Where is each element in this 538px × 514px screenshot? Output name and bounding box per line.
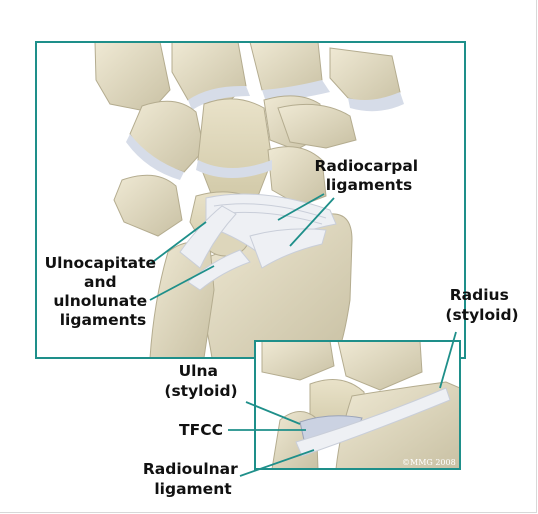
capitate-bone: [198, 99, 272, 196]
ulna-label: Ulna (styloid): [164, 362, 237, 400]
radioulnar-label-line: ligament: [154, 480, 232, 498]
radiocarpal-label: Radiocarpal ligaments: [314, 157, 423, 194]
radiocarpal-label-line: ligaments: [326, 176, 413, 194]
tfcc-label: TFCC: [179, 421, 223, 439]
ulnocapitate-label-line: ligaments: [60, 311, 147, 329]
ulna-label-line: (styloid): [164, 382, 237, 400]
ulnocapitate-label: Ulnocapitate and ulnolunate ligaments: [45, 254, 162, 329]
ulnocapitate-label-line: Ulnocapitate: [45, 254, 156, 272]
radius-label-line: Radius: [450, 286, 509, 304]
radioulnar-label-line: Radioulnar: [143, 460, 238, 478]
radioulnar-label: Radioulnar ligament: [143, 460, 243, 498]
radiocarpal-label-line: Radiocarpal: [314, 157, 418, 175]
inset-illustration: ©MMG 2008: [255, 341, 460, 469]
inset-copyright: ©MMG 2008: [402, 458, 456, 467]
ulnocapitate-label-line: ulnolunate: [53, 292, 147, 310]
ulna-label-line: Ulna: [179, 362, 218, 380]
ulnocapitate-label-line: and: [84, 273, 117, 291]
radius-label-line: (styloid): [445, 306, 518, 324]
main-copyright: ©MMG 2008: [70, 345, 124, 354]
